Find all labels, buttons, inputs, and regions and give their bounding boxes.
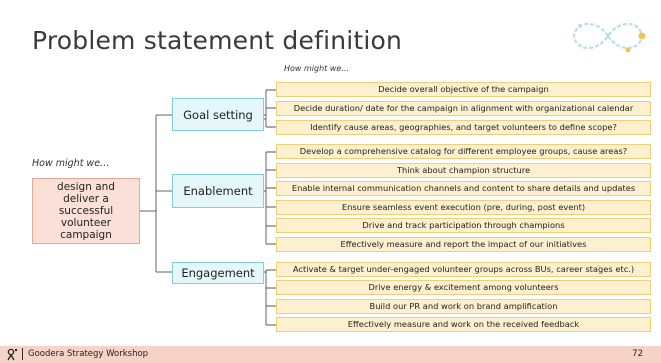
goodera-logo-icon xyxy=(7,348,18,361)
footer-divider xyxy=(22,348,23,360)
root-statement: design and deliver a successful voluntee… xyxy=(32,178,140,244)
enablement-item: Think about champion structure xyxy=(276,163,651,178)
enablement-item: Effectively measure and report the impac… xyxy=(276,237,651,252)
enablement-item: Ensure seamless event execution (pre, du… xyxy=(276,200,651,215)
goal-item: Decide duration/ date for the campaign i… xyxy=(276,101,651,116)
goal-item: Decide overall objective of the campaign xyxy=(276,82,651,97)
category-enablement: Enablement xyxy=(172,174,264,208)
prompt-left: How might we… xyxy=(32,158,110,169)
prompt-top: How might we… xyxy=(284,64,350,73)
page-number: 72 xyxy=(632,349,643,359)
infinity-logo-icon xyxy=(572,22,646,53)
engagement-item: Drive energy & excitement among voluntee… xyxy=(276,280,651,295)
slide-title: Problem statement definition xyxy=(32,26,403,55)
footer-title: Goodera Strategy Workshop xyxy=(28,349,149,359)
engagement-item: Effectively measure and work on the rece… xyxy=(276,317,651,332)
enablement-item: Enable internal communication channels a… xyxy=(276,181,651,196)
footer-bar: Goodera Strategy Workshop 72 xyxy=(0,346,661,363)
category-goal-setting: Goal setting xyxy=(172,98,264,131)
goal-item: Identify cause areas, geographies, and t… xyxy=(276,120,651,135)
enablement-item: Develop a comprehensive catalog for diff… xyxy=(276,144,651,159)
category-engagement: Engagement xyxy=(172,262,264,284)
enablement-item: Drive and track participation through ch… xyxy=(276,218,651,233)
engagement-item: Activate & target under-engaged voluntee… xyxy=(276,262,651,277)
engagement-item: Build our PR and work on brand amplifica… xyxy=(276,299,651,314)
